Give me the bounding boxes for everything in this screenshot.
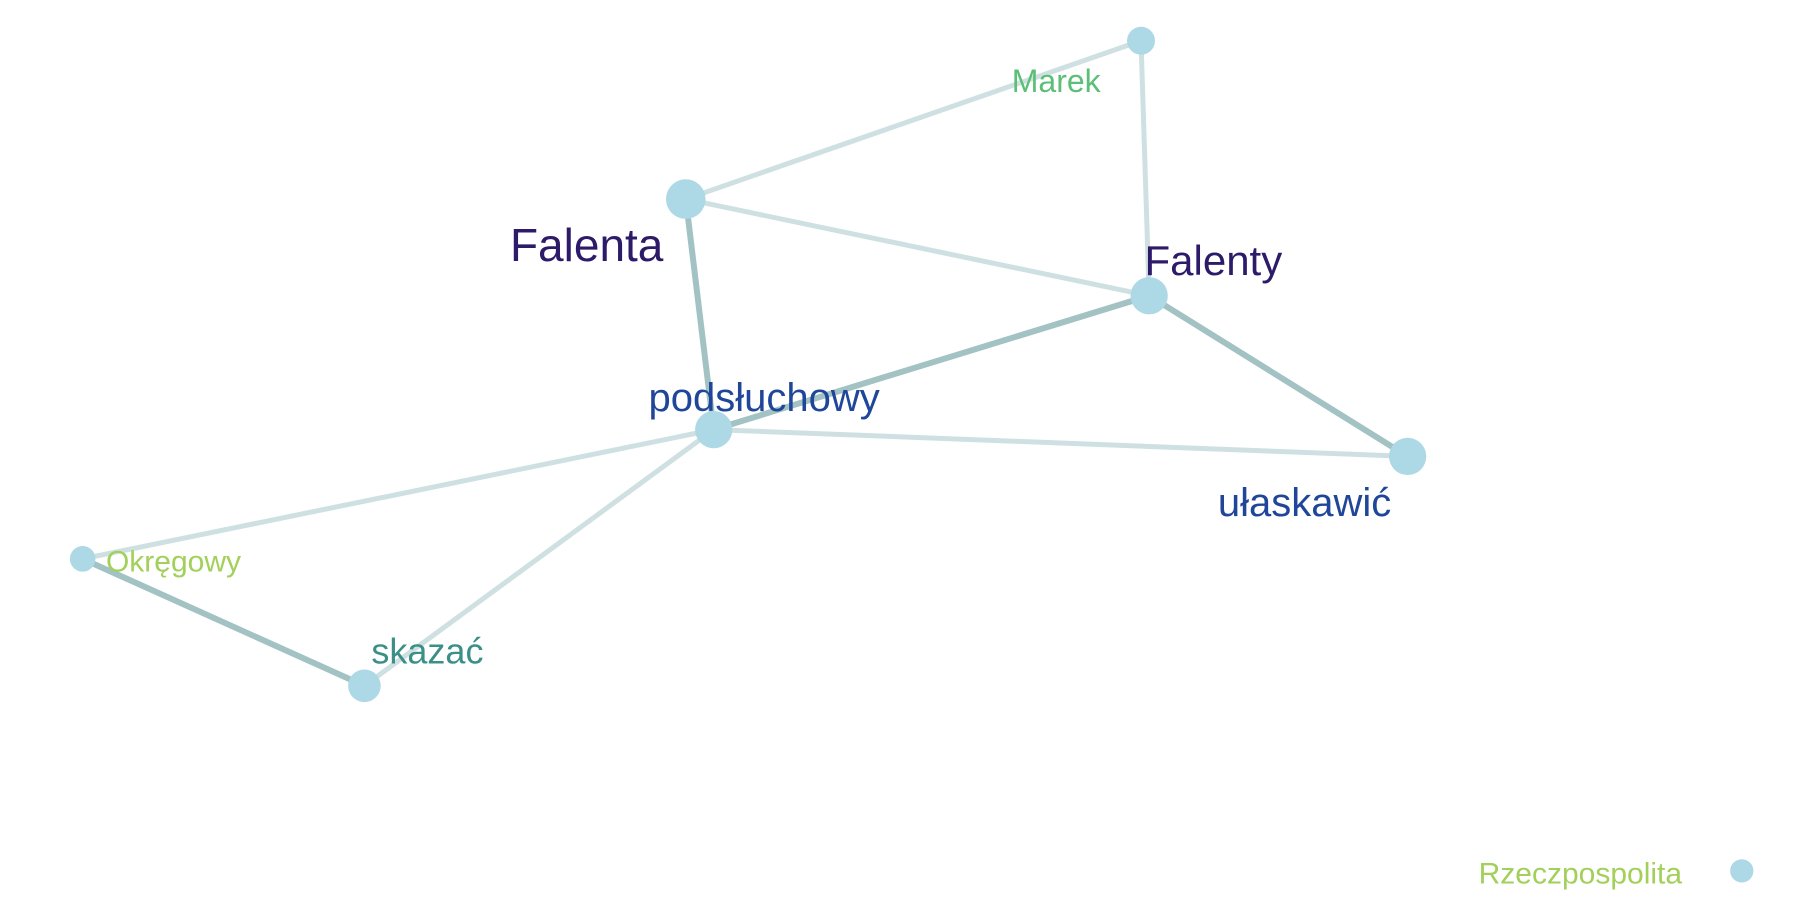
node-skazac <box>348 669 381 703</box>
edge-podsluchowy-ulaskawic <box>711 427 1411 459</box>
edge-falenta-podsluchowy <box>682 196 717 433</box>
edge-podsluchowy-okregowy <box>80 427 717 562</box>
node-falenty <box>1130 277 1168 315</box>
node-label-falenty: Falenty <box>1145 237 1283 284</box>
edge-okregowy-skazac <box>79 555 368 689</box>
edge-falenty-ulaskawic <box>1146 292 1411 460</box>
labels-layer: Falenta Falenty podsłuchowy ułaskawić MarekO… <box>106 63 1682 891</box>
edge-marek-falenty <box>1138 38 1152 299</box>
node-label-falenta: Falenta <box>510 219 664 271</box>
node-rzeczpospolita <box>1730 859 1754 883</box>
nodes-layer <box>69 26 1754 883</box>
node-okregowy <box>69 546 96 572</box>
node-falenta <box>665 179 706 219</box>
edge-podsluchowy-skazac <box>361 427 717 689</box>
edge-falenty-podsluchowy <box>710 292 1153 433</box>
node-label-podsluchowy: podsłuchowy <box>649 376 880 420</box>
edge-falenta-falenty <box>683 196 1152 299</box>
edge-falenta-marek <box>683 38 1144 202</box>
node-label-rzeczpospolita: Rzeczpospolita <box>1479 858 1683 891</box>
node-marek <box>1127 26 1155 55</box>
node-label-okregowy: Okręgowy <box>106 546 241 579</box>
edges-layer <box>79 38 1411 689</box>
node-ulaskawic <box>1389 437 1427 476</box>
node-label-skazac: skazać <box>371 631 483 672</box>
node-podsluchowy <box>695 410 733 449</box>
node-label-marek: Marek <box>1012 63 1102 99</box>
node-label-ulaskawic: ułaskawić <box>1218 481 1391 525</box>
